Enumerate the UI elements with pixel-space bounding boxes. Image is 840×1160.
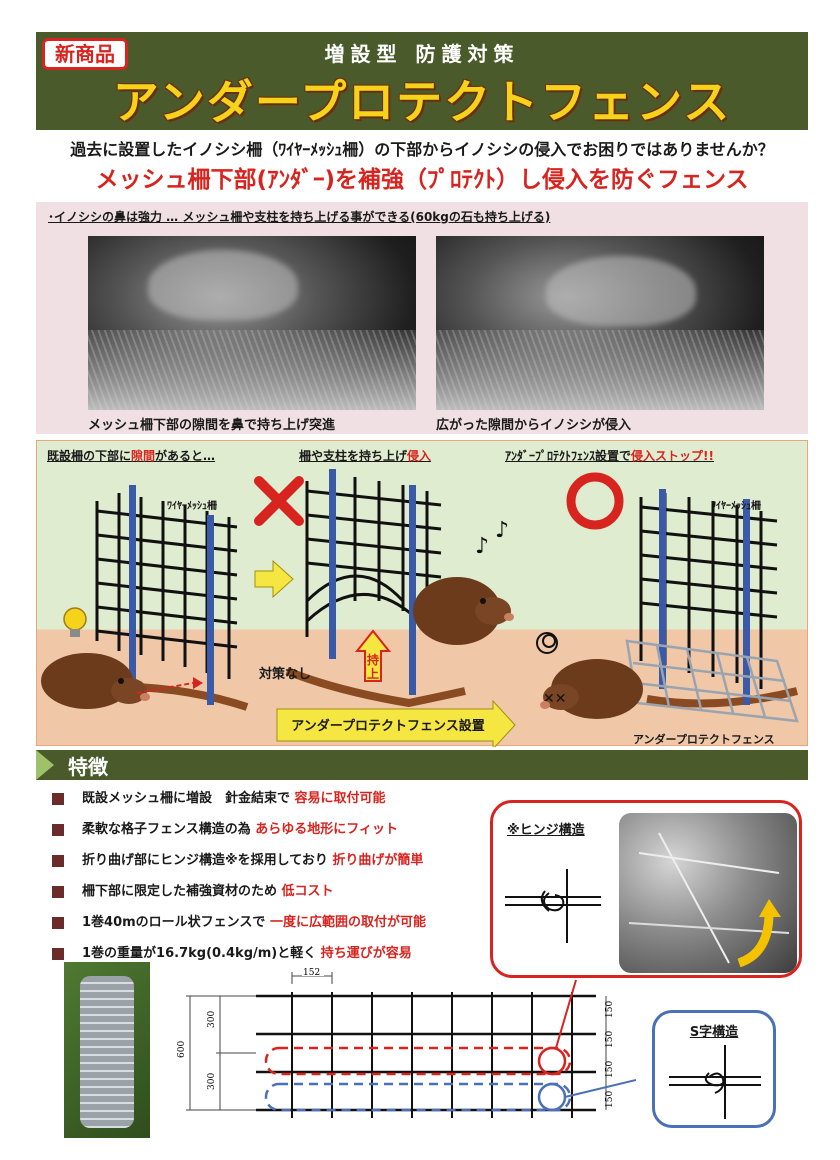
- hinge-photo: [619, 813, 797, 973]
- fence-3-post-b: [743, 499, 750, 705]
- list-item: 1巻の重量が16.7kg(0.4kg/m)と軽く 持ち運びが容易: [52, 943, 482, 974]
- new-product-badge: 新商品: [42, 38, 128, 70]
- curved-arrow-icon: [737, 912, 774, 968]
- lift-label-2: 上: [367, 667, 380, 681]
- boar-photo-lifting: [88, 236, 416, 410]
- intrusion-path: [136, 682, 194, 694]
- list-item: 折り曲げ部にヒンジ構造※を採用しており 折り曲げが簡単: [52, 850, 482, 881]
- page-title: アンダープロテクトフェンス: [112, 75, 732, 129]
- cross-mark-icon: [254, 476, 304, 526]
- ground-root-3: [646, 687, 798, 708]
- cell-width-label: 152: [303, 968, 320, 978]
- diagram-heading-stop: ｱﾝﾀﾞｰﾌﾟﾛﾃｸﾄﾌｪﾝｽ設置で侵入ストップ!!: [505, 449, 714, 463]
- diagram-heading-gap: 既設柵の下部に隙間があると…: [47, 449, 216, 463]
- list-item: 柔軟な格子フェンス構造の為 あらゆる地形にフィット: [52, 819, 482, 850]
- hinge-structure-box: ※ヒンジ構造: [490, 800, 802, 978]
- tagline: メッシュ柵下部(ｱﾝﾀﾞｰ)を補強（ﾌﾟﾛﾃｸﾄ）し侵入を防ぐフェンス: [95, 167, 749, 193]
- features-title: 特徴: [68, 755, 108, 779]
- ground-root-2: [285, 667, 466, 708]
- svg-text:♪: ♪: [475, 534, 489, 559]
- install-label: アンダープロテクトフェンス設置: [291, 719, 485, 734]
- chevron-right-icon: [36, 750, 54, 780]
- lightbulb-icon: [63, 607, 87, 631]
- hinge-knot-icon: [505, 869, 601, 943]
- list-item: 既設メッシュ柵に増設 針金結束で 容易に取付可能: [52, 788, 482, 819]
- half-top-label: 300: [207, 1011, 217, 1028]
- fence-1-post-b: [207, 515, 214, 705]
- features-header: 特徴: [36, 750, 808, 780]
- diagram-illustration: ♪ ♪ ✕✕: [41, 469, 799, 747]
- lead-text: 過去に設置したイノシシ柵（ﾜｲﾔｰﾒｯｼｭ柵）の下部からイノシシの侵入でお困りで…: [70, 140, 774, 159]
- wire-mesh-label-2: ﾜｲﾔｰﾒｯｼｭ柵: [711, 501, 761, 512]
- s-callout-line: [564, 1079, 636, 1098]
- bullet-square-icon: [52, 793, 64, 805]
- feature-list: 既設メッシュ柵に増設 針金結束で 容易に取付可能 柔軟な格子フェンス構造の為 あ…: [52, 788, 482, 974]
- no-measure-label: 対策なし: [259, 667, 312, 682]
- music-note-icon: ♪ ♪: [475, 518, 509, 559]
- lift-label-1: 持: [367, 653, 380, 667]
- svg-text:♪: ♪: [495, 518, 509, 543]
- row-label-3: 150: [605, 1061, 615, 1078]
- list-item: 柵下部に限定した補強資材のため 低コスト: [52, 881, 482, 912]
- bullet-square-icon: [52, 824, 64, 836]
- fence-3-post-a: [659, 489, 666, 689]
- fence-2-post-a: [329, 469, 336, 659]
- s-structure-box: S字構造: [652, 1010, 776, 1128]
- boar-2: [413, 577, 514, 645]
- diagram-heading-lift: 柵や支柱を持ち上げ侵入: [299, 449, 432, 463]
- fence-1-post-a: [129, 485, 136, 689]
- boar-3: ✕✕: [540, 659, 643, 719]
- s-title: S字構造: [689, 1025, 739, 1040]
- row-label-4: 150: [605, 1091, 615, 1108]
- explanation-diagram: ♪ ♪ ✕✕: [36, 440, 808, 747]
- dimension-diagram: 152 600 300 300 150 150 150 150: [177, 966, 636, 1118]
- s-callout-circle: [537, 1082, 567, 1112]
- row-label-1: 150: [605, 1001, 615, 1018]
- fence-1-mesh: [95, 493, 238, 679]
- photo-caption: ･イノシシの鼻は強力 … メッシュ柵や支柱を持ち上げる事ができる(60kgの石も…: [48, 210, 551, 224]
- bullet-square-icon: [52, 855, 64, 867]
- bullet-square-icon: [52, 948, 64, 960]
- under-protect-fence: [625, 639, 799, 723]
- bullet-square-icon: [52, 886, 64, 898]
- photo-right-label: 広がった隙間からイノシシが侵入: [436, 418, 632, 433]
- lift-arrow-icon: [354, 629, 392, 682]
- fence-2-post-b: [409, 485, 416, 695]
- total-height-label: 600: [177, 1041, 187, 1058]
- s-knot-icon: [669, 1045, 761, 1119]
- boar-1: [41, 653, 150, 709]
- header-subtitle: 増設型 防護対策: [324, 42, 520, 66]
- yellow-arrow-right: [254, 559, 294, 599]
- hinge-title: ※ヒンジ構造: [507, 823, 585, 838]
- list-item: 1巻40mのロール状フェンスで 一度に広範囲の取付が可能: [52, 912, 482, 943]
- wire-mesh-label-1: ﾜｲﾔｰﾒｯｼｭ柵: [167, 501, 217, 512]
- s-row-highlight: [264, 1082, 572, 1112]
- half-bottom-label: 300: [207, 1073, 217, 1090]
- dizzy-scribble-icon: [536, 632, 558, 654]
- photo-left-label: メッシュ柵下部の隙間を鼻で持ち上げ突進: [88, 418, 336, 433]
- row-label-2: 150: [605, 1031, 615, 1048]
- install-arrow: [276, 699, 516, 747]
- under-fence-label: アンダープロテクトフェンス: [633, 733, 775, 746]
- boar-photo-entering: [436, 236, 764, 410]
- fence-roll-photo: [64, 962, 150, 1138]
- hinge-row-highlight: [264, 1046, 572, 1076]
- header-banner: 新商品 増設型 防護対策 アンダープロテクトフェンス: [36, 32, 808, 130]
- bullet-square-icon: [52, 917, 64, 929]
- hinge-callout-line: [555, 979, 577, 1049]
- hinge-callout-circle: [537, 1046, 567, 1076]
- photo-panel: ･イノシシの鼻は強力 … メッシュ柵や支柱を持ち上げる事ができる(60kgの石も…: [36, 202, 808, 434]
- circle-ok-icon: [566, 472, 624, 530]
